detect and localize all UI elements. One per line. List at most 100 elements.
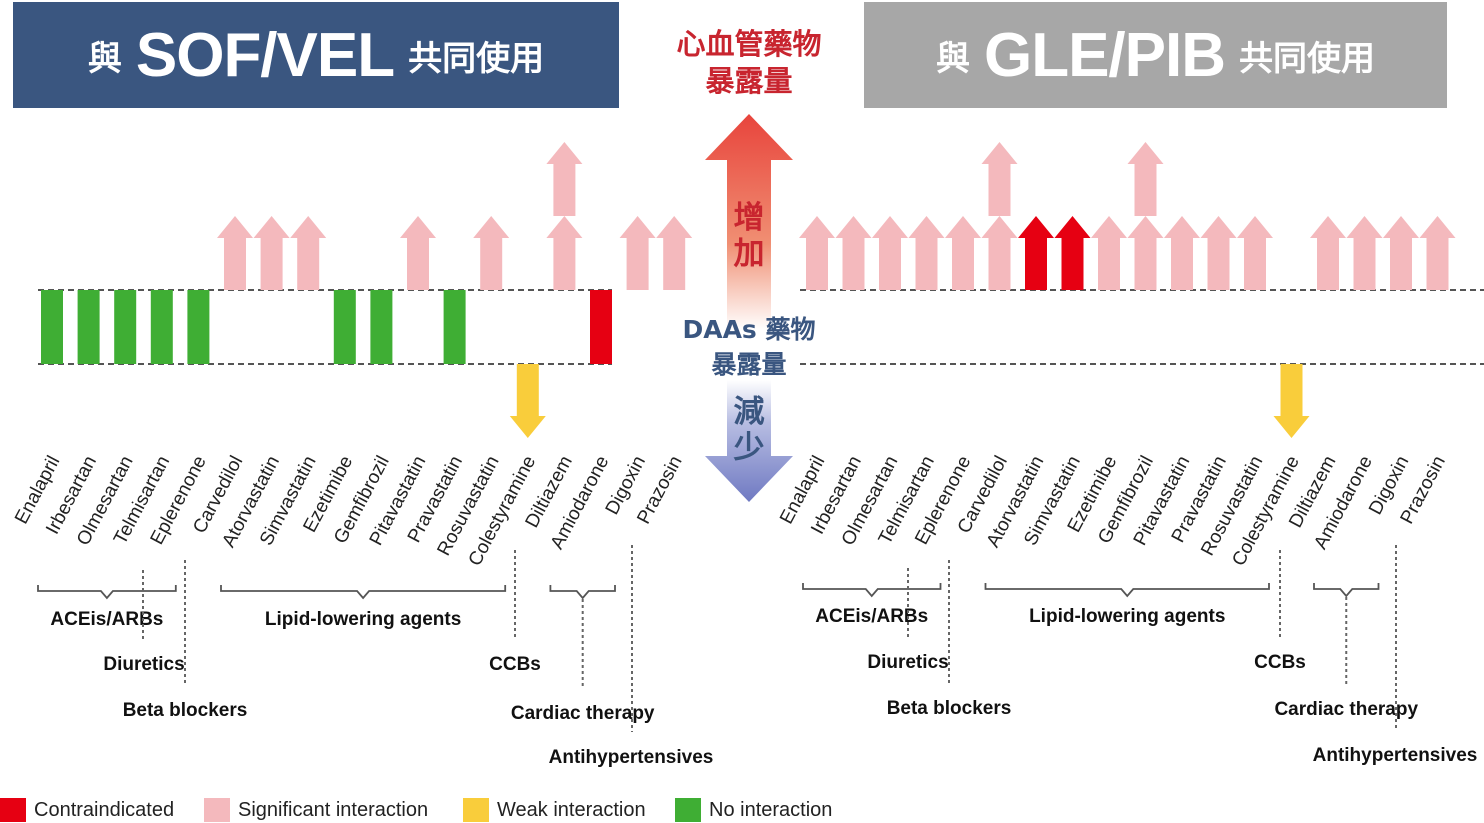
drug-carvedilol: Carvedilol [189,216,253,537]
cv-exposure-line1: 心血管藥物 [676,27,822,61]
daa-exposure-line2: 暴露量 [711,350,787,379]
up-arrow [1127,142,1164,216]
group-label: Beta blockers [123,700,248,721]
legend-item-contraindicated: Contraindicated [0,797,174,823]
no-change-bar [114,290,137,364]
up-arrow [1018,216,1054,290]
group-bracket [549,585,616,600]
increase-arrow [705,114,793,330]
cv-exposure-line2: 暴露量 [705,64,793,98]
no-change-bar [443,290,466,364]
decrease-char2: 少 [733,430,765,466]
group-label: Cardiac therapy [511,703,655,724]
legend-swatch [463,798,489,822]
drug-amiodarone: Amiodarone [547,290,613,553]
down-arrow [509,364,546,438]
group-label: CCBs [489,654,541,675]
group-bracket [1313,583,1380,598]
cv-exposure-title: 心血管藥物 暴露量 [640,26,858,100]
drug-ezetimibe: Ezetimibe [300,290,357,536]
up-arrow [981,216,1018,290]
group-label: ACEis/ARBs [815,606,928,627]
header-regimen: SOF/VEL [135,20,395,90]
legend-label: No interaction [709,798,833,821]
legend-item-weak: Weak interaction [463,797,646,823]
up-arrow [981,142,1018,216]
no-change-bar [590,290,612,364]
header-sof-vel: 與 SOF/VEL 共同使用 [13,2,619,108]
up-arrow [1419,216,1456,290]
up-arrow [473,216,510,290]
legend-swatch [0,798,26,822]
no-change-bar [187,290,210,364]
up-arrow [1383,216,1419,290]
down-arrow [1273,364,1310,438]
increase-char1: 增 [733,200,765,236]
no-change-bar [41,290,63,364]
increase-label: 增 加 [727,200,771,272]
legend-item-significant: Significant interaction [204,797,428,823]
center-arrows [705,114,793,502]
decrease-char1: 減 [733,394,765,430]
group-label: ACEis/ARBs [50,609,163,630]
up-arrow [1091,216,1127,290]
legend-label: Weak interaction [497,798,646,821]
group-label: Diuretics [103,654,184,675]
up-arrow [546,216,583,290]
up-arrow [835,216,872,290]
up-arrow [619,216,656,290]
header-suffix: 共同使用 [1239,38,1376,79]
up-arrow [1200,216,1237,290]
header-gle-pib: 與 GLE/PIB 共同使用 [864,2,1447,108]
up-arrow [908,216,945,290]
up-arrow [1346,216,1383,290]
group-bracket [984,583,1270,598]
header-prefix: 與 [87,38,122,79]
group-label: Diuretics [867,652,948,673]
up-arrow [217,216,253,290]
decrease-arrow [705,380,793,502]
drug-enalapril: Enalapril [11,290,64,528]
group-label: Lipid-lowering agents [1029,606,1225,627]
up-arrow [400,216,436,290]
group-bracket [220,585,507,600]
group-bracket [37,585,177,600]
daa-exposure-line1: DAAs 藥物 [682,315,816,344]
decrease-label: 減 少 [727,394,771,466]
header-suffix: 共同使用 [408,38,545,79]
up-arrow [253,216,290,290]
up-arrow [1237,216,1273,290]
no-change-bar [77,290,100,364]
up-arrow [656,216,693,290]
legend-swatch [204,798,230,822]
up-arrow [1127,216,1164,290]
group-label: Cardiac therapy [1274,699,1418,720]
group-label: Beta blockers [887,698,1012,719]
no-change-bar [150,290,173,364]
panel-1: EnalaprilIrbesartanOlmesartanTelmisartan… [11,142,713,768]
up-arrow [546,142,583,216]
legend-item-none: No interaction [675,797,832,823]
up-arrow [872,216,908,290]
group-bracket [802,583,942,598]
up-arrow [290,216,327,290]
increase-char2: 加 [733,236,765,272]
legend-label: Significant interaction [238,798,429,821]
no-change-bar [370,290,393,364]
group-label: Lipid-lowering agents [265,609,461,630]
up-arrow [1310,216,1346,290]
legend-label: Contraindicated [34,798,175,821]
no-change-bar [333,290,356,364]
up-arrow [1054,216,1091,290]
group-label: Antihypertensives [549,747,714,768]
header-prefix: 與 [935,38,970,79]
header-regimen: GLE/PIB [983,20,1226,90]
up-arrow [799,216,835,290]
panel-2: EnalaprilIrbesartanOlmesartanTelmisartan… [776,142,1484,766]
up-arrow [945,216,981,290]
group-label: CCBs [1254,652,1306,673]
group-label: Antihypertensives [1313,745,1478,766]
